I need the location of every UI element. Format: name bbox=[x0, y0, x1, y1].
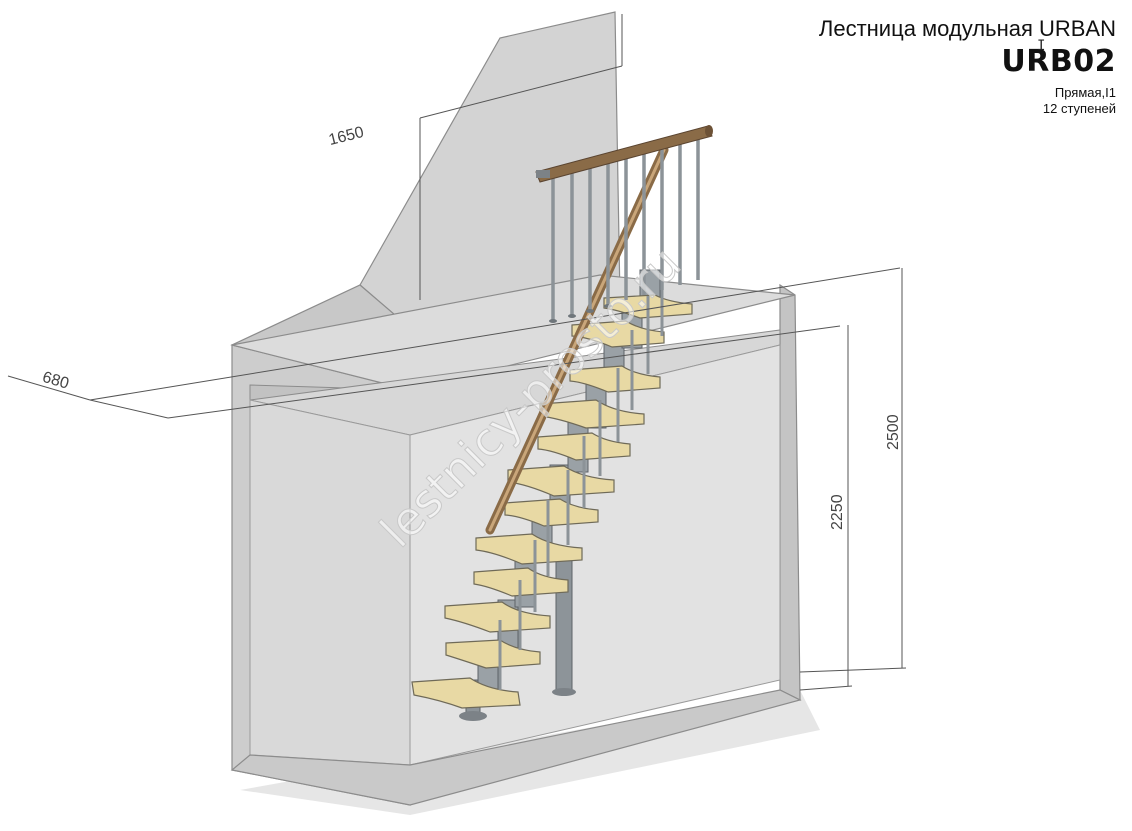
step-count: 12 ступеней bbox=[1042, 101, 1116, 116]
top-balustrade bbox=[535, 125, 713, 323]
right-wall bbox=[779, 283, 801, 701]
title-block: Лестница модульная URBAN URB02 Прямая,I1… bbox=[819, 16, 1116, 117]
dim-total-height-label: 2500 bbox=[885, 414, 902, 450]
model-code: URB02 bbox=[1001, 44, 1116, 79]
dimension-lines bbox=[7, 14, 907, 691]
dim-ceiling-height-label: 2250 bbox=[829, 494, 846, 530]
stair-type: Прямая,I1 bbox=[1054, 85, 1116, 100]
top-handrail bbox=[535, 125, 713, 183]
inner-cavity bbox=[249, 399, 411, 766]
tread-10 bbox=[569, 365, 661, 393]
tread-7 bbox=[507, 465, 615, 497]
floor-slab bbox=[230, 689, 802, 806]
tread-3 bbox=[444, 601, 551, 633]
tread-2 bbox=[445, 639, 541, 669]
product-line-title: Лестница модульная URBAN bbox=[818, 16, 1116, 41]
dim-width-label: 1650 bbox=[327, 124, 366, 149]
tread-5 bbox=[475, 533, 583, 565]
text-cursor-icon: I bbox=[1037, 38, 1046, 54]
tread-1 bbox=[411, 677, 521, 709]
dim-depth-label: 680 bbox=[40, 369, 70, 393]
